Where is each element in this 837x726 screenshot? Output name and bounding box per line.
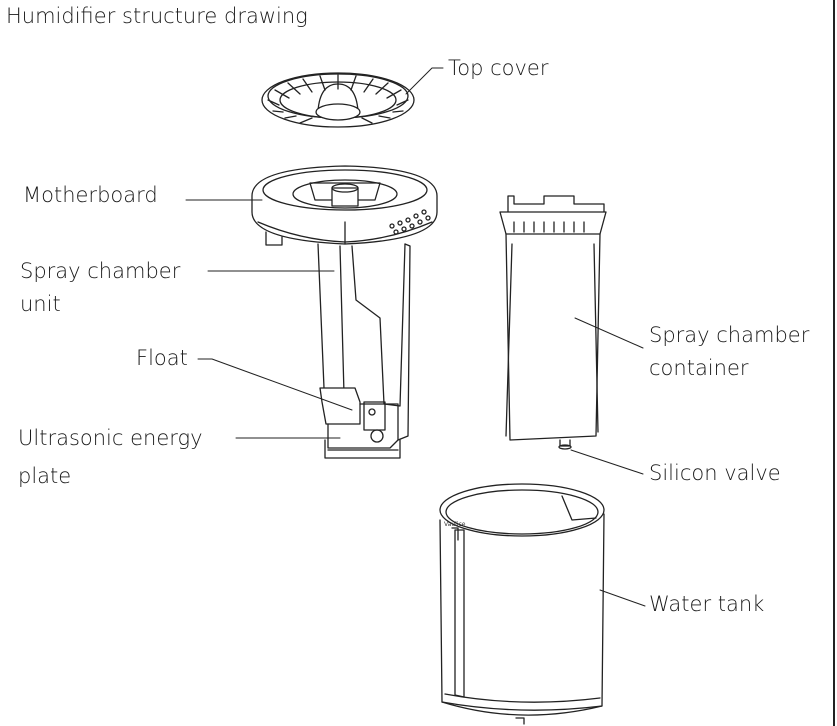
label-silicon-valve: Silicon valve	[649, 461, 781, 485]
water-tank-part	[439, 483, 605, 725]
label-spray-chamber-unit-line2: unit	[20, 292, 61, 316]
label-water-tank: Water tank	[649, 592, 765, 616]
label-spray-chamber-unit-line1: Spray chamber	[20, 259, 181, 283]
label-spray-container-line2: container	[649, 356, 749, 380]
leader-lines	[185, 67, 646, 607]
top-cover-part	[261, 72, 415, 128]
spray-chamber-unit-part	[251, 165, 438, 459]
label-ultrasonic-line1: Ultrasonic energy	[18, 426, 203, 450]
spray-chamber-container-part	[499, 195, 607, 450]
page-edge-line	[833, 0, 835, 726]
label-top-cover: Top cover	[448, 56, 549, 80]
label-float: Float	[136, 346, 188, 370]
label-spray-container-line1: Spray chamber	[649, 323, 810, 347]
tank-brand-mark: Vaulice	[444, 521, 466, 528]
diagram-title: Humidifier structure drawing	[6, 4, 308, 28]
label-motherboard: Motherboard	[23, 183, 158, 207]
label-ultrasonic-line2: plate	[18, 464, 72, 488]
